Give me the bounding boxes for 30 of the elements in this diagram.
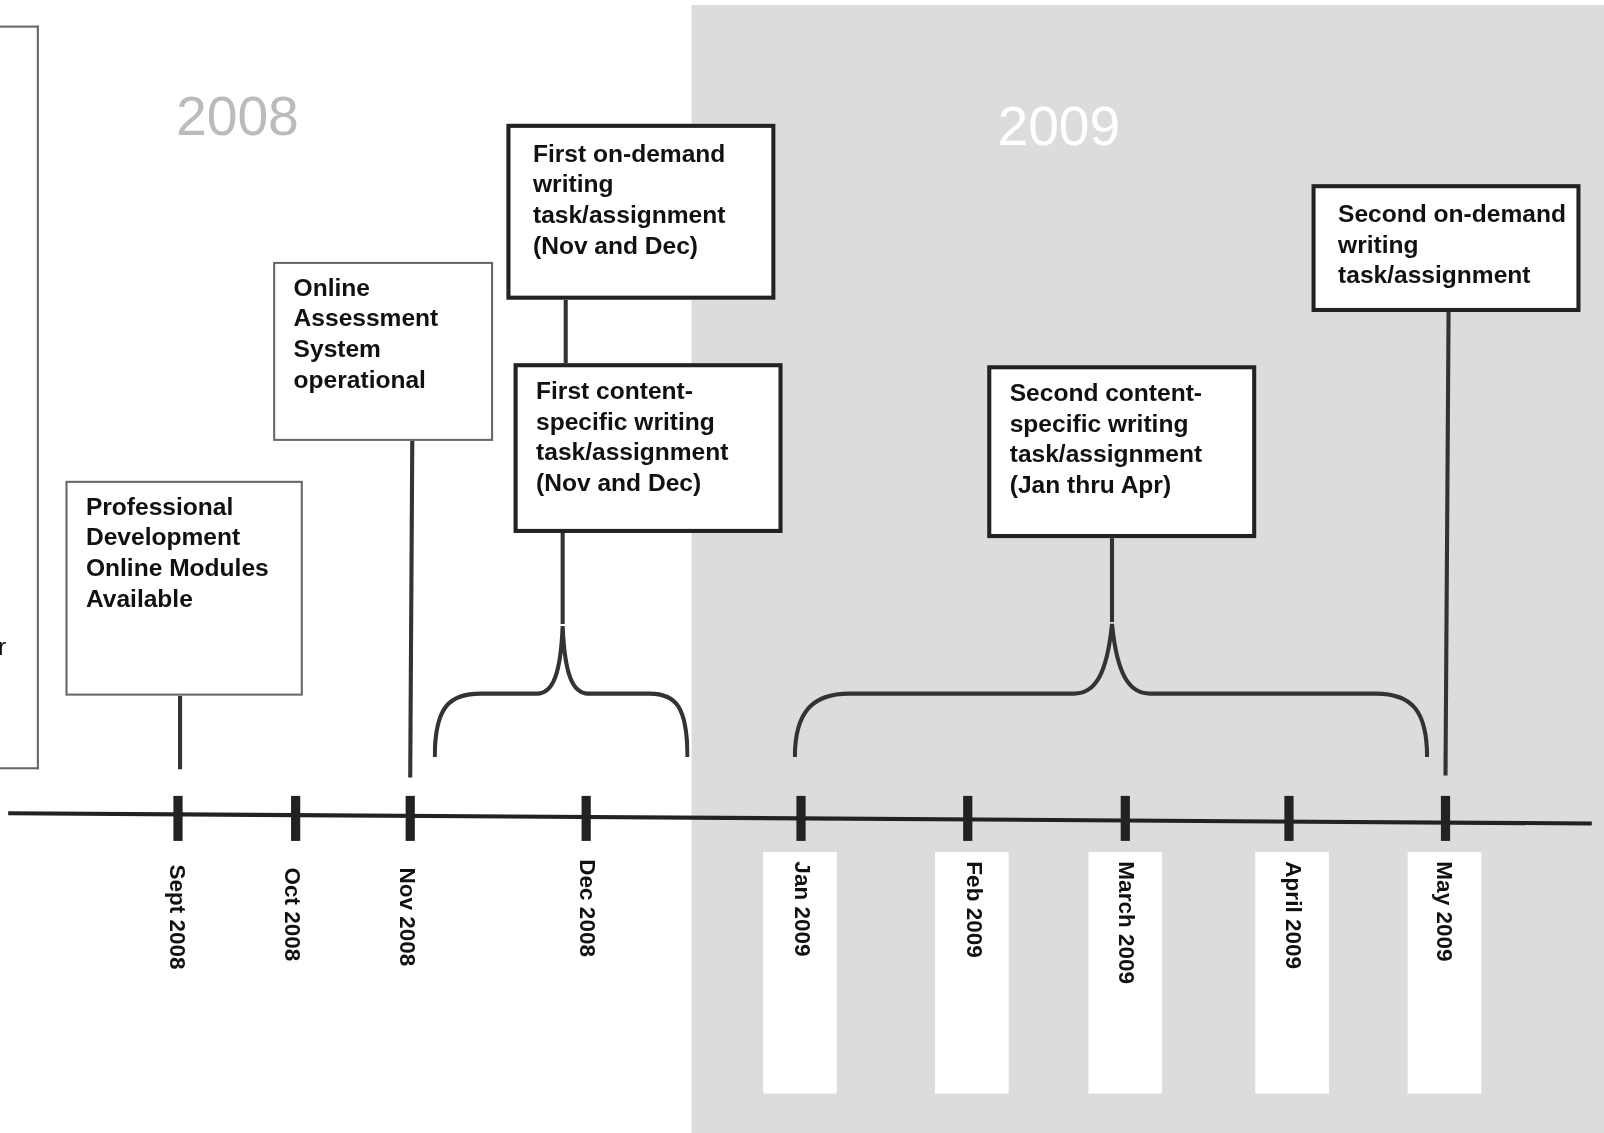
month-label: Dec 2008 xyxy=(573,859,601,957)
month-label: May 2009 xyxy=(1431,861,1458,962)
text-box xyxy=(0,25,39,770)
box-text: Professional Development Online Modules Available xyxy=(85,491,270,614)
connector-line xyxy=(178,695,183,770)
box-text: Second content-specific writing task/assignment (Jan thru Apr) xyxy=(1009,377,1204,501)
text-box xyxy=(506,123,776,300)
box-text: Online Assessment System operational xyxy=(293,272,440,395)
month-label: Jan 2009 xyxy=(788,861,816,957)
connector-line xyxy=(1443,312,1451,776)
month-label: Sept 2008 xyxy=(163,864,191,970)
text-box xyxy=(1311,184,1581,312)
connector-line xyxy=(1109,538,1115,622)
text-fragment: r xyxy=(0,631,8,662)
text-box xyxy=(987,365,1257,539)
connector-line xyxy=(563,299,568,364)
year-label: 2008 xyxy=(175,83,299,148)
month-label: April 2009 xyxy=(1279,861,1307,969)
box-text: First on-demand writing task/assignment (Nov and Dec) xyxy=(533,138,727,261)
month-label: Oct 2008 xyxy=(279,867,306,962)
text-box xyxy=(273,261,494,441)
box-text: Second on-demand writing task/assignment xyxy=(1338,198,1567,291)
text-box xyxy=(65,480,303,696)
box-text: First content-specific writing task/assignment (Nov and Dec) xyxy=(536,375,730,499)
text-box xyxy=(513,363,783,533)
month-label: Feb 2009 xyxy=(960,861,988,958)
month-label: March 2009 xyxy=(1113,861,1140,984)
connector-line xyxy=(560,533,565,625)
month-label: Nov 2008 xyxy=(393,867,421,967)
connector-line xyxy=(408,440,415,778)
